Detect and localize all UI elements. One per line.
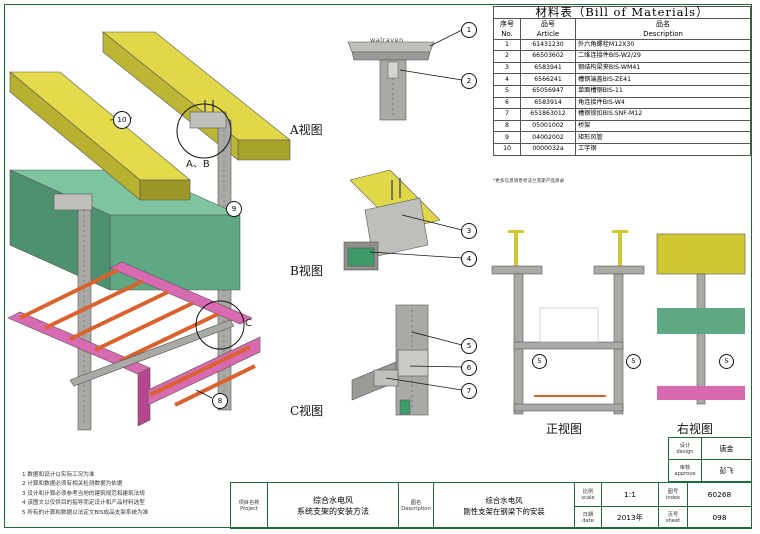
date-value: 2013年 [601,506,659,529]
detail-circle-c [195,300,245,350]
note-item: 5 所有的计算和数据以法定文BIS成品支架系统为准 [22,509,149,516]
callout-5-right: 5 [719,354,734,369]
note-item: 1 数据和设计以实际工况为准 [22,472,95,478]
callout-1: 1 [461,22,477,38]
right-view [656,233,746,405]
front-view-label: 正视图 [546,422,583,436]
callout-4: 4 [461,251,477,267]
callout-6: 6 [461,360,477,376]
callout-5: 5 [461,338,477,354]
callout-7: 7 [461,383,477,399]
beam-clamp-left [53,193,93,211]
steel-beam-left [9,71,191,201]
note-item: 3 设计和计算必须参考当地的建筑规范和建筑法规 [22,490,145,497]
sheet-value: 098 [687,506,752,529]
note-item: 4 该图文以仅供目的指导而定设计和产品材料选型 [22,500,145,507]
callout-10: 10 [113,111,131,129]
callout-5-front-right: 5 [626,354,641,369]
cable-tray [7,261,261,427]
callout-2: 2 [461,73,477,89]
detail-circle-ab [176,103,232,159]
callout-5-front-left: 5 [532,354,547,369]
view-b-label: B视图 [290,264,323,278]
detail-label-c: C [245,318,252,329]
scale-value: 1:1 [601,482,659,507]
index-value: 60268 [687,482,752,507]
front-view [491,230,645,415]
view-a-clamp [347,41,435,121]
callout-9: 9 [226,201,242,217]
view-b-clamp [343,169,441,271]
bom-title: 材料表（Bill of Materials） [493,6,751,19]
clamp-brand-text: walraven [370,36,404,44]
view-c-label: C视图 [290,404,324,418]
approver-name: 彭飞 [701,459,752,482]
callout-8: 8 [212,393,228,409]
callout-3: 3 [461,223,477,239]
notes-block: 1 数据和设计以实际工况为准 2 计算和数据必须有相关检测数据为依据 3 设计和… [22,471,148,518]
drawing-name: 综合水电风刚性支架在钢梁下的安装 [433,482,575,529]
view-a-label: A视图 [290,123,323,137]
right-view-label: 右视图 [677,422,714,436]
note-item: 2 计算和数据必须有相关检测数据为依据 [22,481,123,488]
bom-note: *更多信息请参考法兰克斯产品目录 [493,179,565,184]
channel-horizontal [69,319,235,387]
view-c-connector [351,304,429,416]
beam-clamp-right [189,100,227,129]
project-name: 综合水电风系统支架的安装方法 [267,482,399,529]
detail-label-ab: A、B [186,159,210,170]
isometric-view [7,31,291,431]
designer-name: 唐金 [701,437,752,460]
detail-views [343,29,463,416]
